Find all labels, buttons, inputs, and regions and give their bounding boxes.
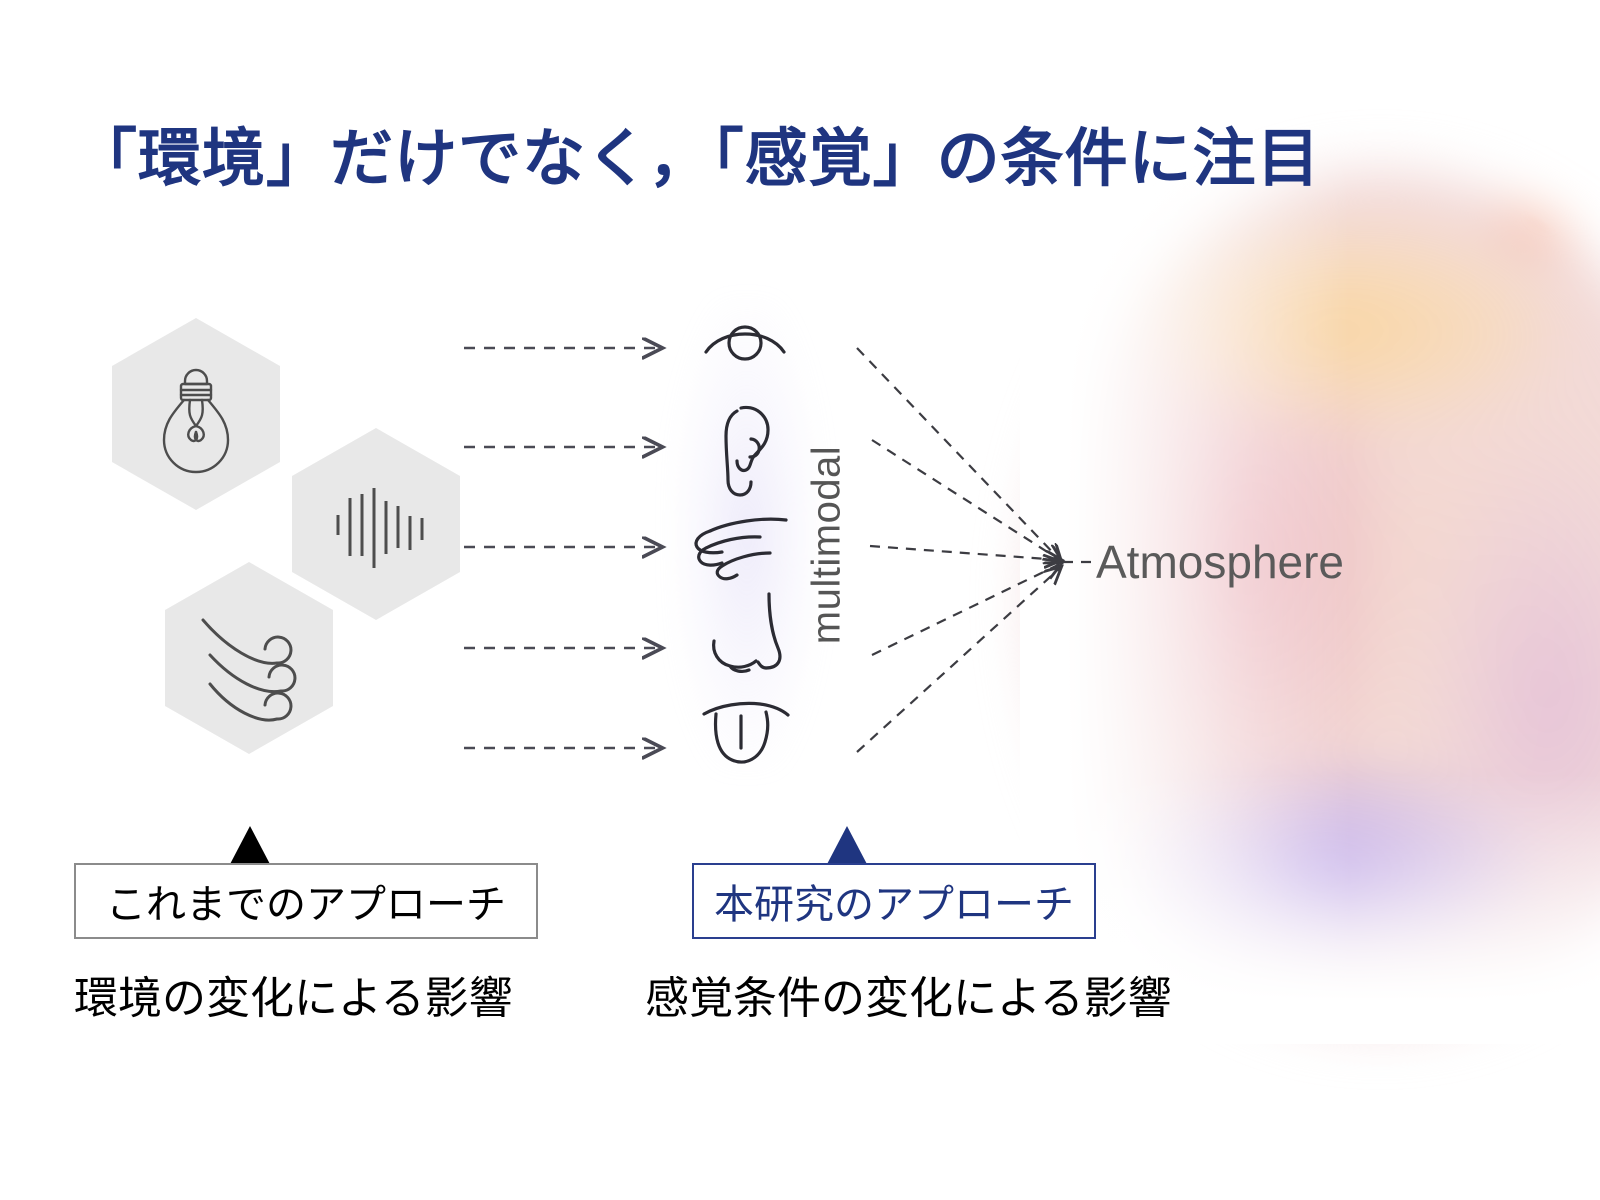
hexagon-light (112, 318, 280, 510)
current-approach-marker (825, 826, 869, 868)
wind-flow-icon (201, 618, 297, 722)
current-approach-badge[interactable]: 本研究のアプローチ (692, 863, 1096, 939)
previous-approach-badge[interactable]: これまでのアプローチ (74, 863, 538, 939)
previous-approach-caption: 環境の変化による影響 (74, 974, 513, 1023)
nose-icon (712, 592, 782, 673)
current-approach-caption: 感覚条件の変化による影響 (645, 974, 1172, 1023)
hand-icon (694, 517, 788, 581)
ear-icon (724, 405, 770, 497)
eye-icon (704, 325, 786, 361)
atmosphere-label: Atmosphere (1096, 536, 1345, 588)
sound-wave-icon (336, 488, 424, 568)
sense-icons-glow (672, 300, 822, 770)
hexagon-sound (292, 428, 460, 620)
tongue-icon (702, 701, 790, 764)
hexagon-wind (165, 562, 333, 754)
lightbulb-icon (162, 368, 230, 474)
slide-title: 「環境」だけでなく，「感覚」の条件に注目 (74, 124, 1321, 194)
previous-approach-marker (228, 826, 272, 868)
